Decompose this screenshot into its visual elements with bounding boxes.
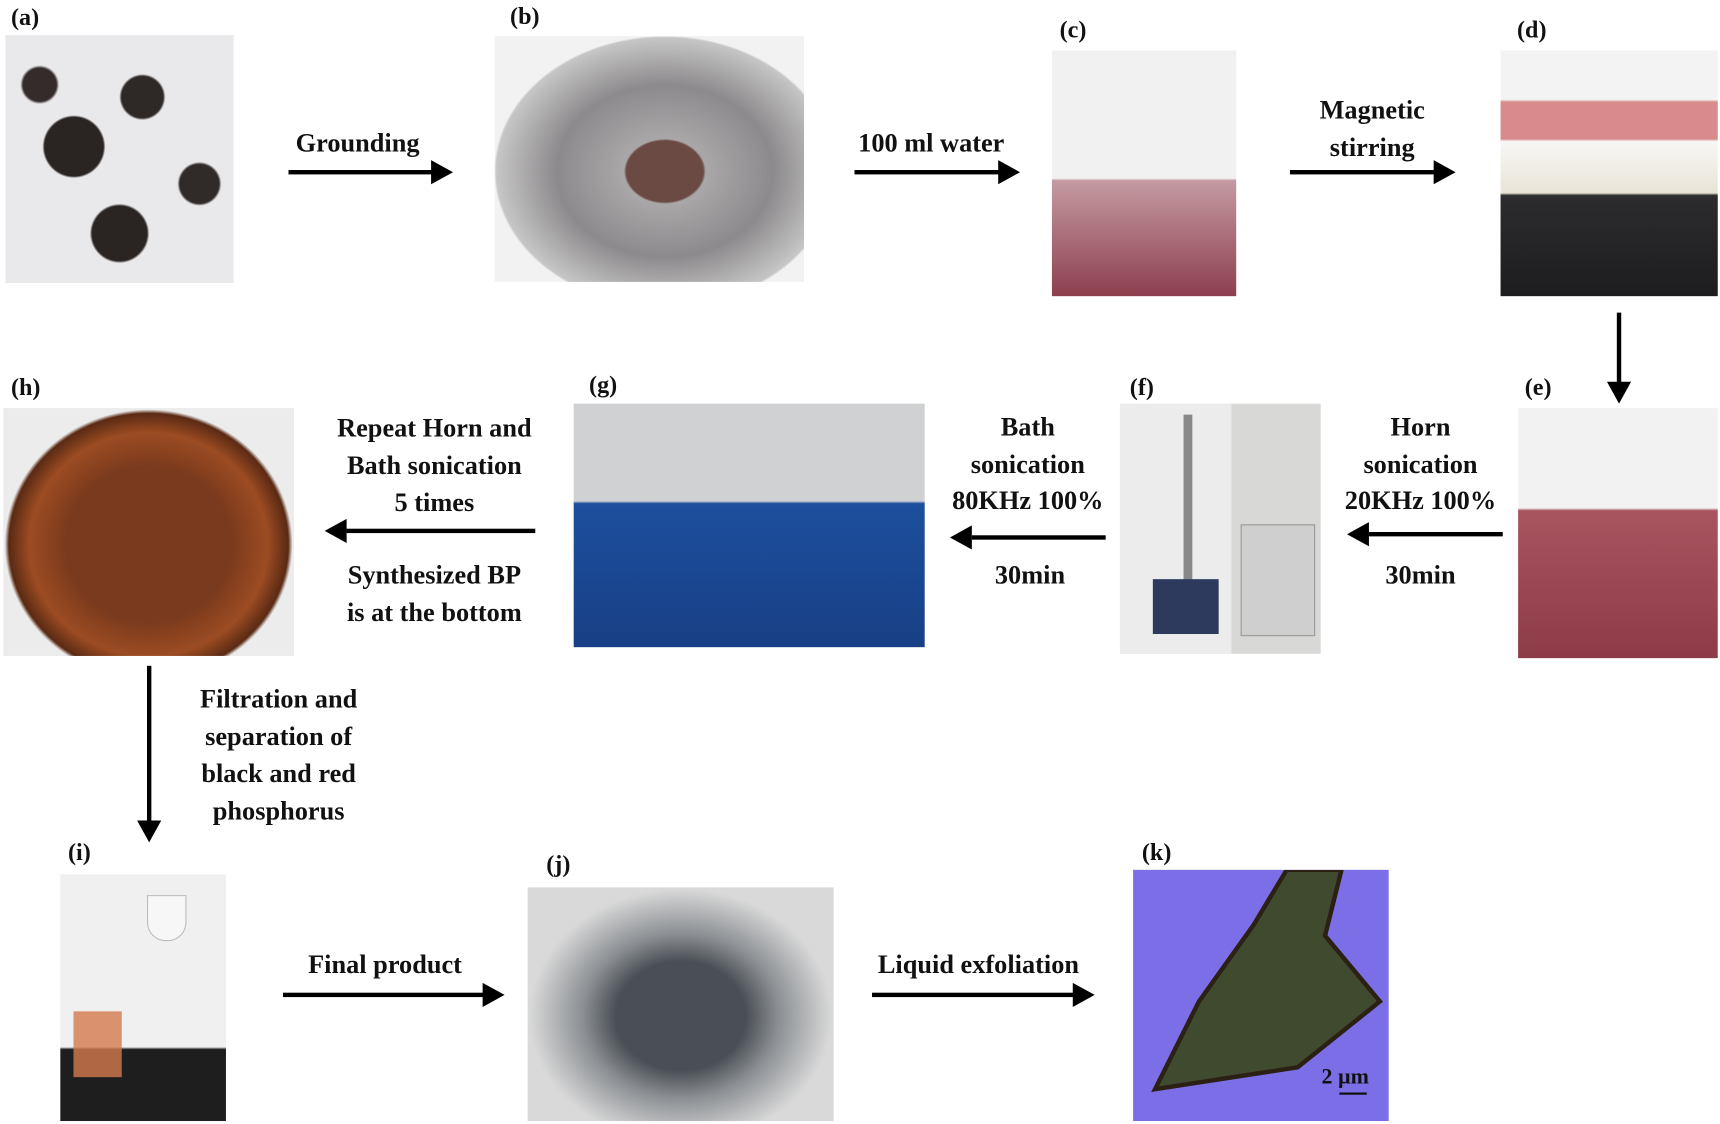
photo-beaker-250ml [1518, 408, 1718, 659]
panel-label-e: (e) [1524, 372, 1552, 401]
step-repeat-2: Bath sonication [346, 451, 522, 481]
step-grounding: Grounding [295, 129, 420, 158]
panel-label-f: (f) [1129, 372, 1154, 401]
arrow-c-to-d [1289, 170, 1435, 175]
arrow-e-to-f [1368, 531, 1503, 537]
step-horn-1: Horn [1390, 413, 1451, 443]
panel-label-a: (a) [10, 3, 40, 31]
step-filtration-1: Filtration and [199, 685, 358, 715]
step-horn-4: 30min [1385, 561, 1456, 591]
step-repeat-3: 5 times [394, 489, 475, 518]
step-repeat-1: Repeat Horn and [337, 414, 532, 444]
arrow-h-to-i [146, 665, 152, 823]
arrowhead [1606, 381, 1632, 404]
step-liquid-exfoliation: Liquid exfoliation [877, 951, 1080, 980]
arrowhead [482, 982, 505, 1007]
red-beaker [73, 1011, 122, 1078]
arrowhead [998, 160, 1021, 185]
arrowhead [431, 160, 454, 185]
arrow-j-to-k [872, 992, 1074, 998]
photo-magnetic-stirrer [1500, 50, 1718, 297]
panel-label-c: (c) [1059, 15, 1087, 43]
arrow-d-to-e [1616, 312, 1622, 384]
sonicator-horn [1183, 414, 1193, 624]
lab-jack [1152, 579, 1219, 635]
photo-beaker-water [1051, 50, 1237, 297]
filter-funnel [148, 896, 186, 941]
step-water: 100 ml water [858, 129, 1005, 158]
arrow-g-to-h [346, 528, 536, 534]
photo-bath-sonicator [573, 403, 925, 648]
step-filtration-3: black and red [201, 760, 356, 789]
panel-label-g: (g) [589, 370, 618, 399]
photo-flask-bottom [3, 408, 294, 656]
step-horn-2: sonication [1363, 450, 1478, 480]
photo-black-phosphorus-crystals [527, 887, 834, 1122]
panel-label-j: (j) [546, 850, 571, 878]
panel-label-b: (b) [510, 2, 540, 30]
step-stirring-1: Magnetic [1319, 96, 1425, 126]
arrowhead [137, 820, 162, 843]
arrowhead [1433, 160, 1456, 185]
step-bath-3: 80KHz 100% [952, 487, 1104, 516]
arrowhead [949, 525, 972, 550]
photo-raw-powder [5, 35, 234, 284]
step-final-product: Final product [308, 951, 462, 980]
photo-horn-sonicator [1119, 403, 1321, 654]
step-horn-3: 20KHz 100% [1344, 487, 1497, 516]
step-stirring-2: stirring [1329, 133, 1415, 163]
arrowhead [1072, 982, 1095, 1007]
arrow-i-to-j [283, 992, 485, 998]
scale-bar: 2 µm [1321, 1065, 1369, 1095]
photo-mortar-pestle [494, 36, 805, 282]
arrow-a-to-b [288, 170, 434, 175]
step-repeat-4: Synthesized BP [347, 561, 522, 591]
arrowhead [324, 518, 347, 543]
panel-label-h: (h) [10, 372, 41, 401]
step-filtration-4: phosphorus [212, 797, 345, 826]
step-repeat-5: is at the bottom [346, 598, 522, 628]
photo-exfoliated-flake: 2 µm [1133, 869, 1389, 1122]
panel-label-i: (i) [68, 838, 91, 866]
panel-label-k: (k) [1141, 838, 1172, 866]
step-bath-1: Bath [1000, 413, 1055, 443]
arrow-b-to-c [854, 170, 1000, 175]
arrowhead [1346, 522, 1369, 547]
sonicator-unit [1240, 524, 1316, 637]
flake-shape [1151, 869, 1384, 1093]
arrow-f-to-g [971, 535, 1106, 540]
panel-label-d: (d) [1517, 15, 1547, 43]
step-bath-4: 30min [994, 561, 1066, 591]
step-bath-2: sonication [970, 450, 1085, 480]
step-filtration-2: separation of [205, 722, 353, 752]
photo-filtration [60, 874, 226, 1122]
